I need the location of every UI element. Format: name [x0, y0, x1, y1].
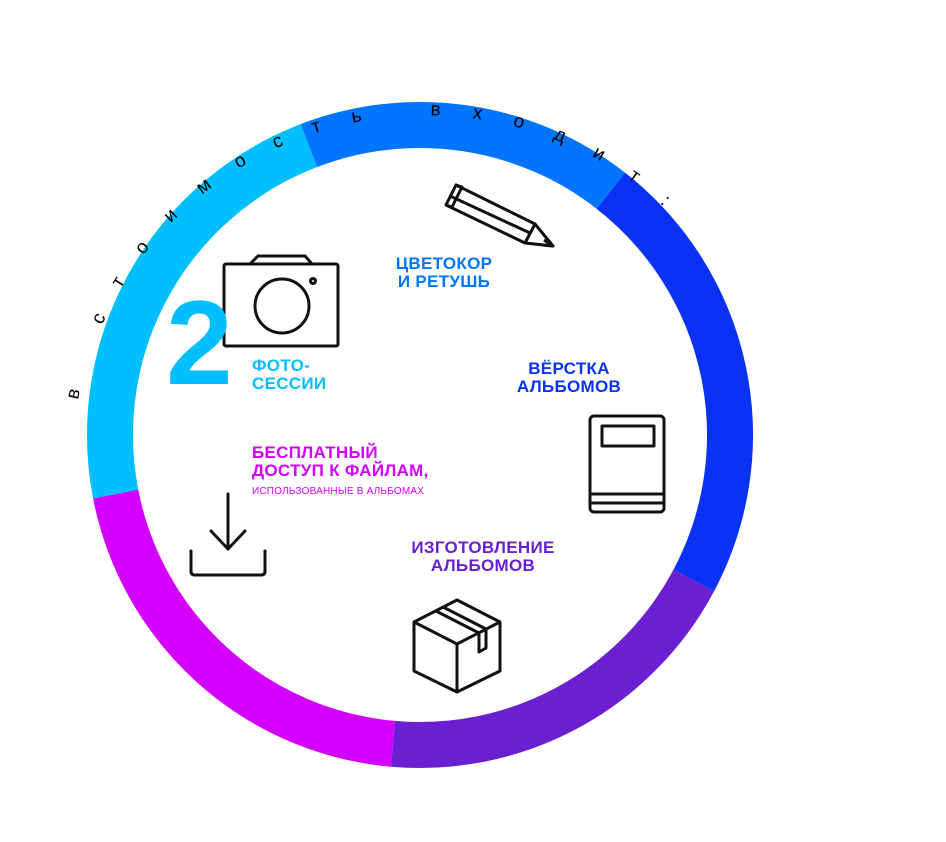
book-icon — [588, 414, 666, 514]
files-line2: ДОСТУП К ФАЙЛАМ, — [252, 461, 429, 480]
pencil-icon — [444, 183, 555, 248]
layout-line1: ВЁРСТКА — [528, 359, 610, 378]
production-line2: АЛЬБОМОВ — [430, 556, 536, 575]
photo-sessions-label: ФОТО- СЕССИИ — [252, 357, 326, 393]
progress-ring — [87, 102, 753, 768]
ring-segment-magenta — [93, 489, 396, 767]
production-label: ИЗГОТОВЛЕНИЕ АЛЬБОМОВ — [398, 539, 568, 575]
retouch-line2: И РЕТУШЬ — [397, 272, 491, 291]
ring-segment-violet — [390, 569, 715, 768]
camera-icon — [222, 254, 340, 348]
download-icon — [189, 492, 267, 577]
layout-line2: АЛЬБОМОВ — [516, 377, 622, 396]
photo-sessions-line1: ФОТО- — [252, 356, 311, 375]
box-icon — [412, 598, 502, 694]
ring-segment-royal — [596, 172, 753, 592]
production-line1: ИЗГОТОВЛЕНИЕ — [411, 538, 555, 557]
ring-segment-cyan — [87, 124, 318, 499]
photo-sessions-number: 2 — [166, 276, 233, 410]
photo-sessions-line2: СЕССИИ — [252, 374, 327, 393]
retouch-label: ЦВЕТОКОР И РЕТУШЬ — [386, 255, 502, 291]
files-label: БЕСПЛАТНЫЙ ДОСТУП К ФАЙЛАМ, ИСПОЛЬЗОВАНН… — [252, 444, 429, 499]
ring-segment-blue — [300, 102, 626, 209]
files-note: ИСПОЛЬЗОВАННЫЕ В АЛЬБОМАХ — [252, 486, 425, 497]
retouch-line1: ЦВЕТОКОР — [395, 254, 493, 273]
files-line1: БЕСПЛАТНЫЙ — [252, 443, 378, 462]
layout-label: ВЁРСТКА АЛЬБОМОВ — [506, 360, 632, 396]
